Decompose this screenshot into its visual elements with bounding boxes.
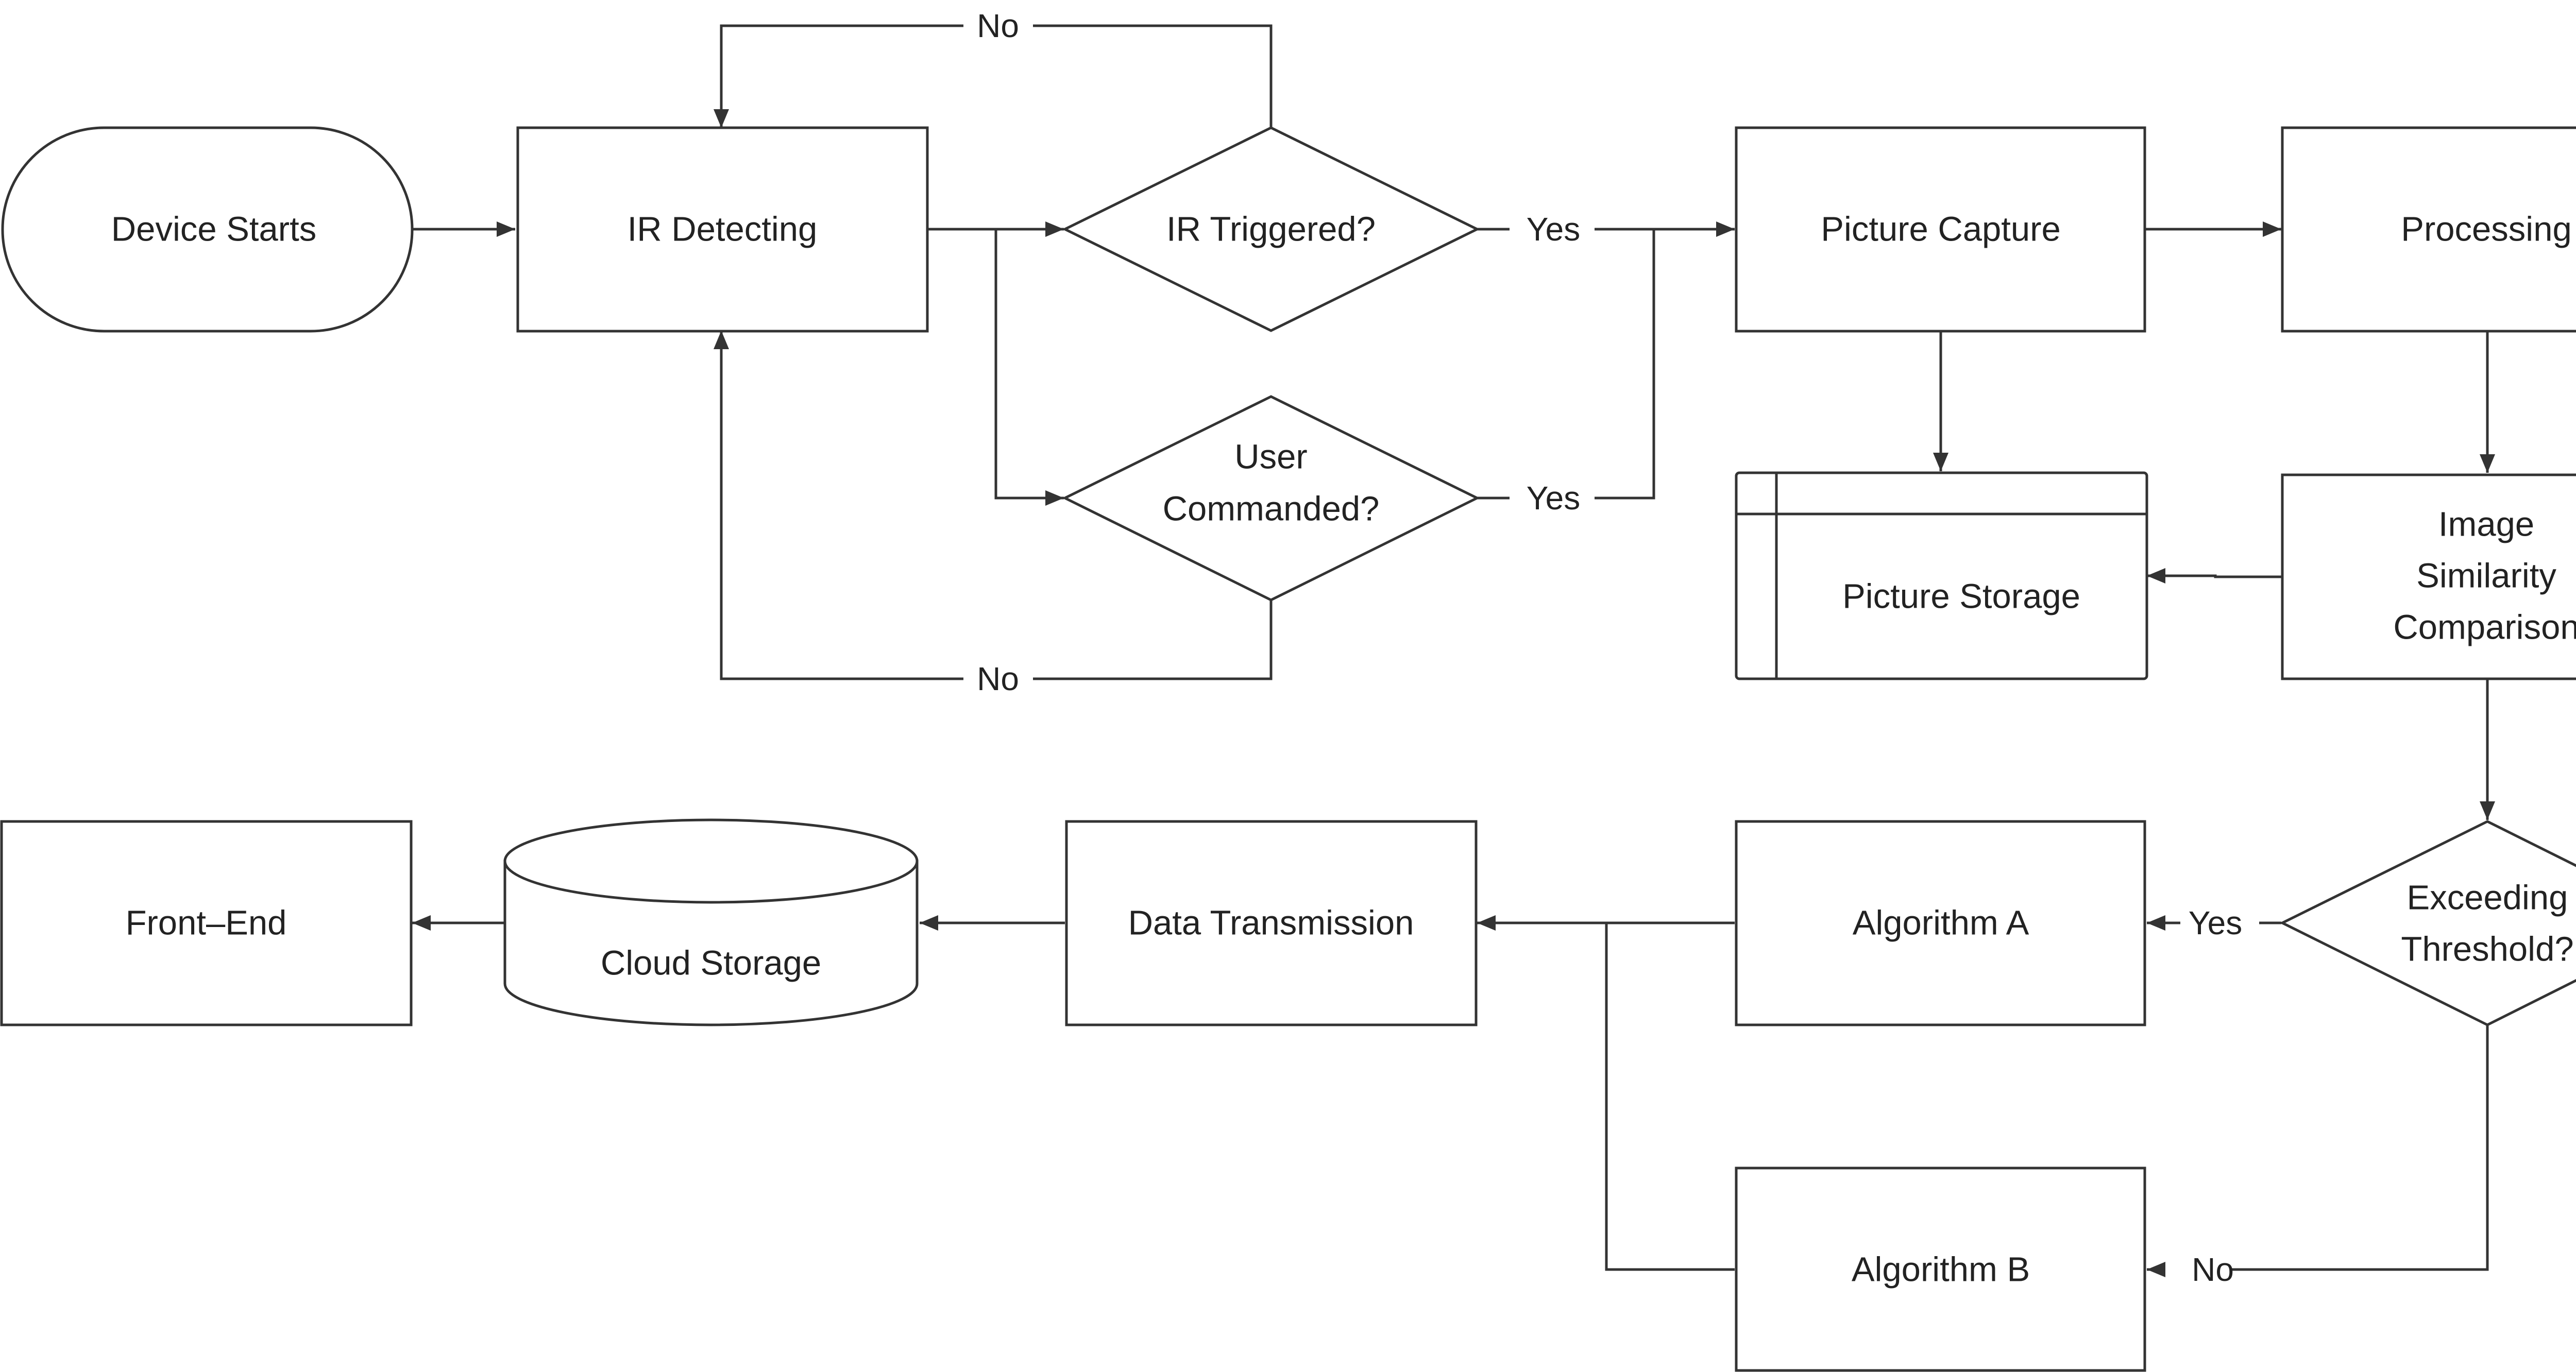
threshold-yes-label: Yes — [2189, 904, 2242, 941]
device-starts-label: Device Starts — [111, 210, 316, 249]
node-exceeding-threshold: Exceeding Threshold? — [2279, 820, 2576, 1026]
front-end-label: Front–End — [126, 904, 287, 942]
edge-user-commanded-no-b — [714, 331, 963, 680]
ir-triggered-yes-label: Yes — [1527, 211, 1580, 248]
image-similarity-label-line-2: Similarity — [2416, 557, 2556, 595]
edge-user-commanded-yes-b — [1595, 229, 1655, 500]
nodes: Device Starts IR Detecting IR Triggered?… — [0, 126, 2576, 1372]
edge-threshold-no-a — [2231, 1025, 2489, 1271]
user-commanded-label-line-1: User — [1234, 438, 1307, 476]
node-processing: Processing — [2281, 126, 2576, 333]
node-user-commanded: User Commanded? — [1062, 395, 1480, 602]
exceeding-threshold-label-line-2: Threshold? — [2401, 930, 2573, 969]
ir-detecting-label: IR Detecting — [628, 210, 818, 249]
node-ir-detecting: IR Detecting — [516, 126, 929, 333]
node-front-end: Front–End — [0, 820, 413, 1026]
node-ir-triggered: IR Triggered? — [1062, 126, 1480, 332]
edge-ir-triggered-no-a — [1033, 24, 1273, 128]
node-algorithm-b: Algorithm B — [1735, 1167, 2146, 1372]
node-picture-storage: Picture Storage — [1735, 471, 2148, 680]
edge-ir-triggered-no-b — [714, 24, 963, 128]
edge-similarity-to-storage — [2147, 568, 2281, 584]
picture-capture-label: Picture Capture — [1821, 210, 2061, 249]
data-transmission-label: Data Transmission — [1128, 904, 1414, 942]
node-image-similarity: Image Similarity Comparison — [2281, 473, 2576, 680]
threshold-no-label: No — [2192, 1251, 2234, 1288]
edge-algorithm-b-to-transmission — [1605, 923, 1735, 1271]
edge-labels: No Yes Yes No Yes No — [977, 7, 2242, 1288]
node-cloud-storage: Cloud Storage — [503, 818, 919, 1026]
exceeding-threshold-label-line-1: Exceeding — [2407, 879, 2568, 917]
node-algorithm-a: Algorithm A — [1735, 820, 2146, 1026]
edge-ir-detecting-to-user-commanded — [994, 229, 1064, 506]
user-commanded-yes-label: Yes — [1527, 479, 1580, 517]
connectors — [412, 24, 2495, 1277]
processing-label: Processing — [2401, 210, 2571, 249]
ir-triggered-label: IR Triggered? — [1166, 210, 1376, 249]
algorithm-b-label: Algorithm B — [1852, 1250, 2030, 1289]
image-similarity-label-line-1: Image — [2438, 505, 2534, 544]
cloud-storage-label: Cloud Storage — [601, 944, 821, 983]
image-similarity-label-line-3: Comparison — [2393, 608, 2576, 647]
algorithm-a-label: Algorithm A — [1853, 904, 2029, 942]
picture-storage-label: Picture Storage — [1842, 577, 2080, 616]
user-commanded-no-label: No — [977, 660, 1019, 697]
ir-triggered-no-label: No — [977, 7, 1019, 44]
node-picture-capture: Picture Capture — [1735, 126, 2146, 333]
node-data-transmission: Data Transmission — [1065, 820, 1478, 1026]
edge-user-commanded-no-a — [1033, 600, 1273, 680]
node-device-starts: Device Starts — [1, 126, 414, 333]
user-commanded-label-line-2: Commanded? — [1163, 490, 1380, 528]
